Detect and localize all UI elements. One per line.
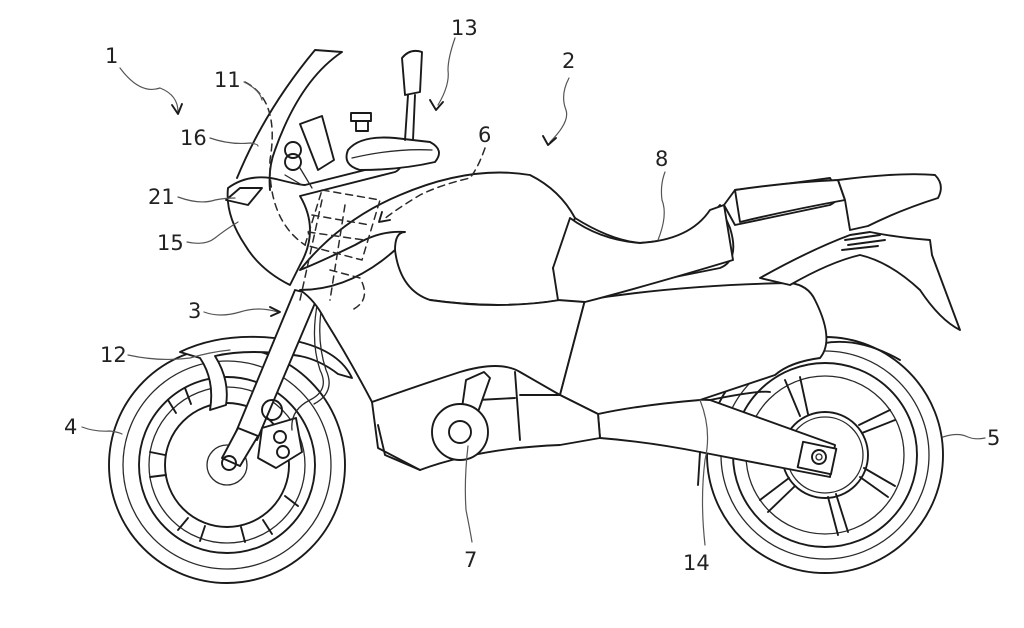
label-15: 15	[157, 231, 184, 255]
arrow-1-icon	[171, 103, 183, 115]
arrow-6-icon	[378, 211, 391, 223]
seat	[552, 173, 942, 303]
label-7: 7	[464, 548, 477, 572]
front-wheel-spokes	[149, 387, 299, 543]
label-3: 3	[188, 299, 201, 323]
handlebar	[345, 49, 440, 171]
label-8: 8	[655, 147, 668, 171]
motor-unit	[431, 371, 491, 461]
label-6: 6	[478, 123, 491, 147]
label-4: 4	[64, 415, 77, 439]
arrow-3-icon	[269, 306, 281, 317]
label-1: 1	[105, 44, 118, 68]
arrow-2-icon	[542, 135, 557, 146]
instrument-cluster	[284, 115, 335, 189]
windscreen	[236, 49, 343, 191]
swing-arm	[597, 390, 838, 486]
label-14: 14	[683, 551, 710, 575]
headlight	[225, 187, 263, 206]
mirror	[401, 49, 423, 96]
label-2: 2	[562, 49, 575, 73]
label-12: 12	[100, 343, 127, 367]
label-11: 11	[214, 68, 241, 92]
label-5: 5	[987, 426, 1000, 450]
tail-section	[759, 231, 961, 331]
leader-lines	[81, 37, 986, 546]
label-16: 16	[180, 126, 207, 150]
label-13: 13	[451, 16, 478, 40]
reference-labels: 1 2 3 4 5 6 7 8 11 12 13 14 15 16 21	[64, 16, 1000, 575]
hidden-lines	[244, 81, 381, 311]
label-21: 21	[148, 185, 175, 209]
front-wheel	[108, 346, 346, 584]
front-fork	[221, 289, 330, 471]
arrow-13-icon	[429, 99, 444, 111]
